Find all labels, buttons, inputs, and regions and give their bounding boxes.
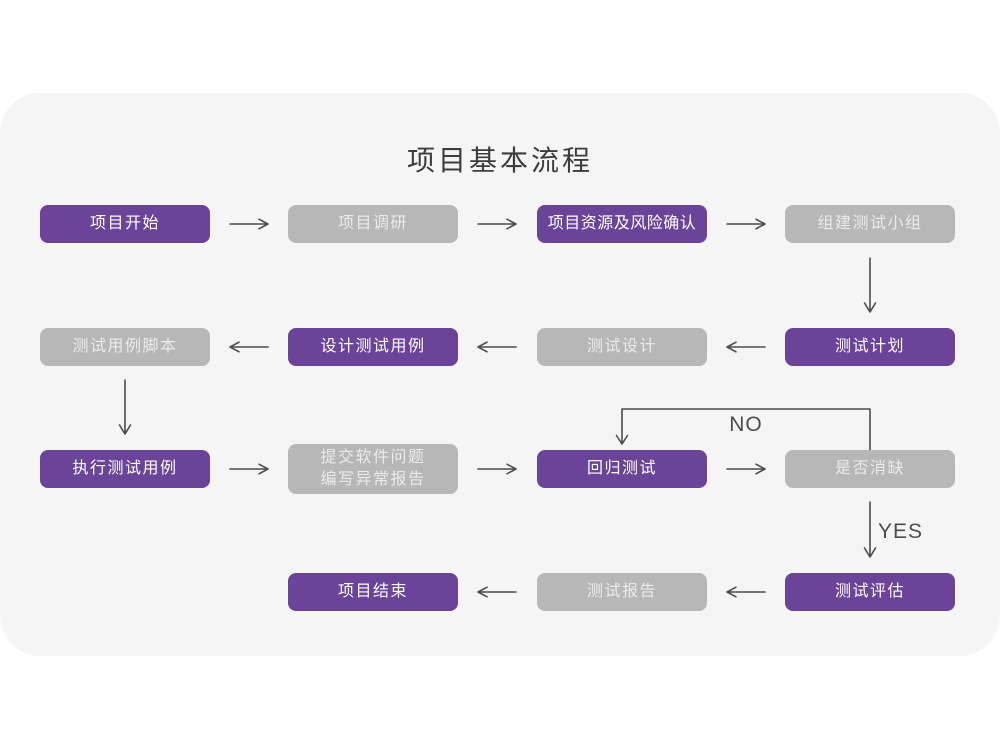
- edge-label-no: NO: [729, 413, 763, 436]
- node-design-cases: 设计测试用例: [288, 328, 458, 366]
- node-execute-cases: 执行测试用例: [40, 450, 210, 488]
- node-project-end: 项目结束: [288, 573, 458, 611]
- flowchart-card: [0, 93, 1000, 656]
- node-project-research: 项目调研: [288, 205, 458, 243]
- diagram-title: 项目基本流程: [406, 145, 593, 176]
- edge-label-yes: YES: [878, 520, 924, 543]
- node-test-report: 测试报告: [537, 573, 707, 611]
- node-case-scripts: 测试用例脚本: [40, 328, 210, 366]
- node-test-evaluate: 测试评估: [785, 573, 955, 611]
- node-test-design: 测试设计: [537, 328, 707, 366]
- node-regression-test: 回归测试: [537, 450, 707, 488]
- node-test-plan: 测试计划: [785, 328, 955, 366]
- node-defect-check: 是否消缺: [785, 450, 955, 488]
- node-project-start: 项目开始: [40, 205, 210, 243]
- node-risk-confirm: 项目资源及风险确认: [537, 205, 707, 243]
- node-submit-report: 提交软件问题 编写异常报告: [288, 444, 458, 494]
- node-build-team: 组建测试小组: [785, 205, 955, 243]
